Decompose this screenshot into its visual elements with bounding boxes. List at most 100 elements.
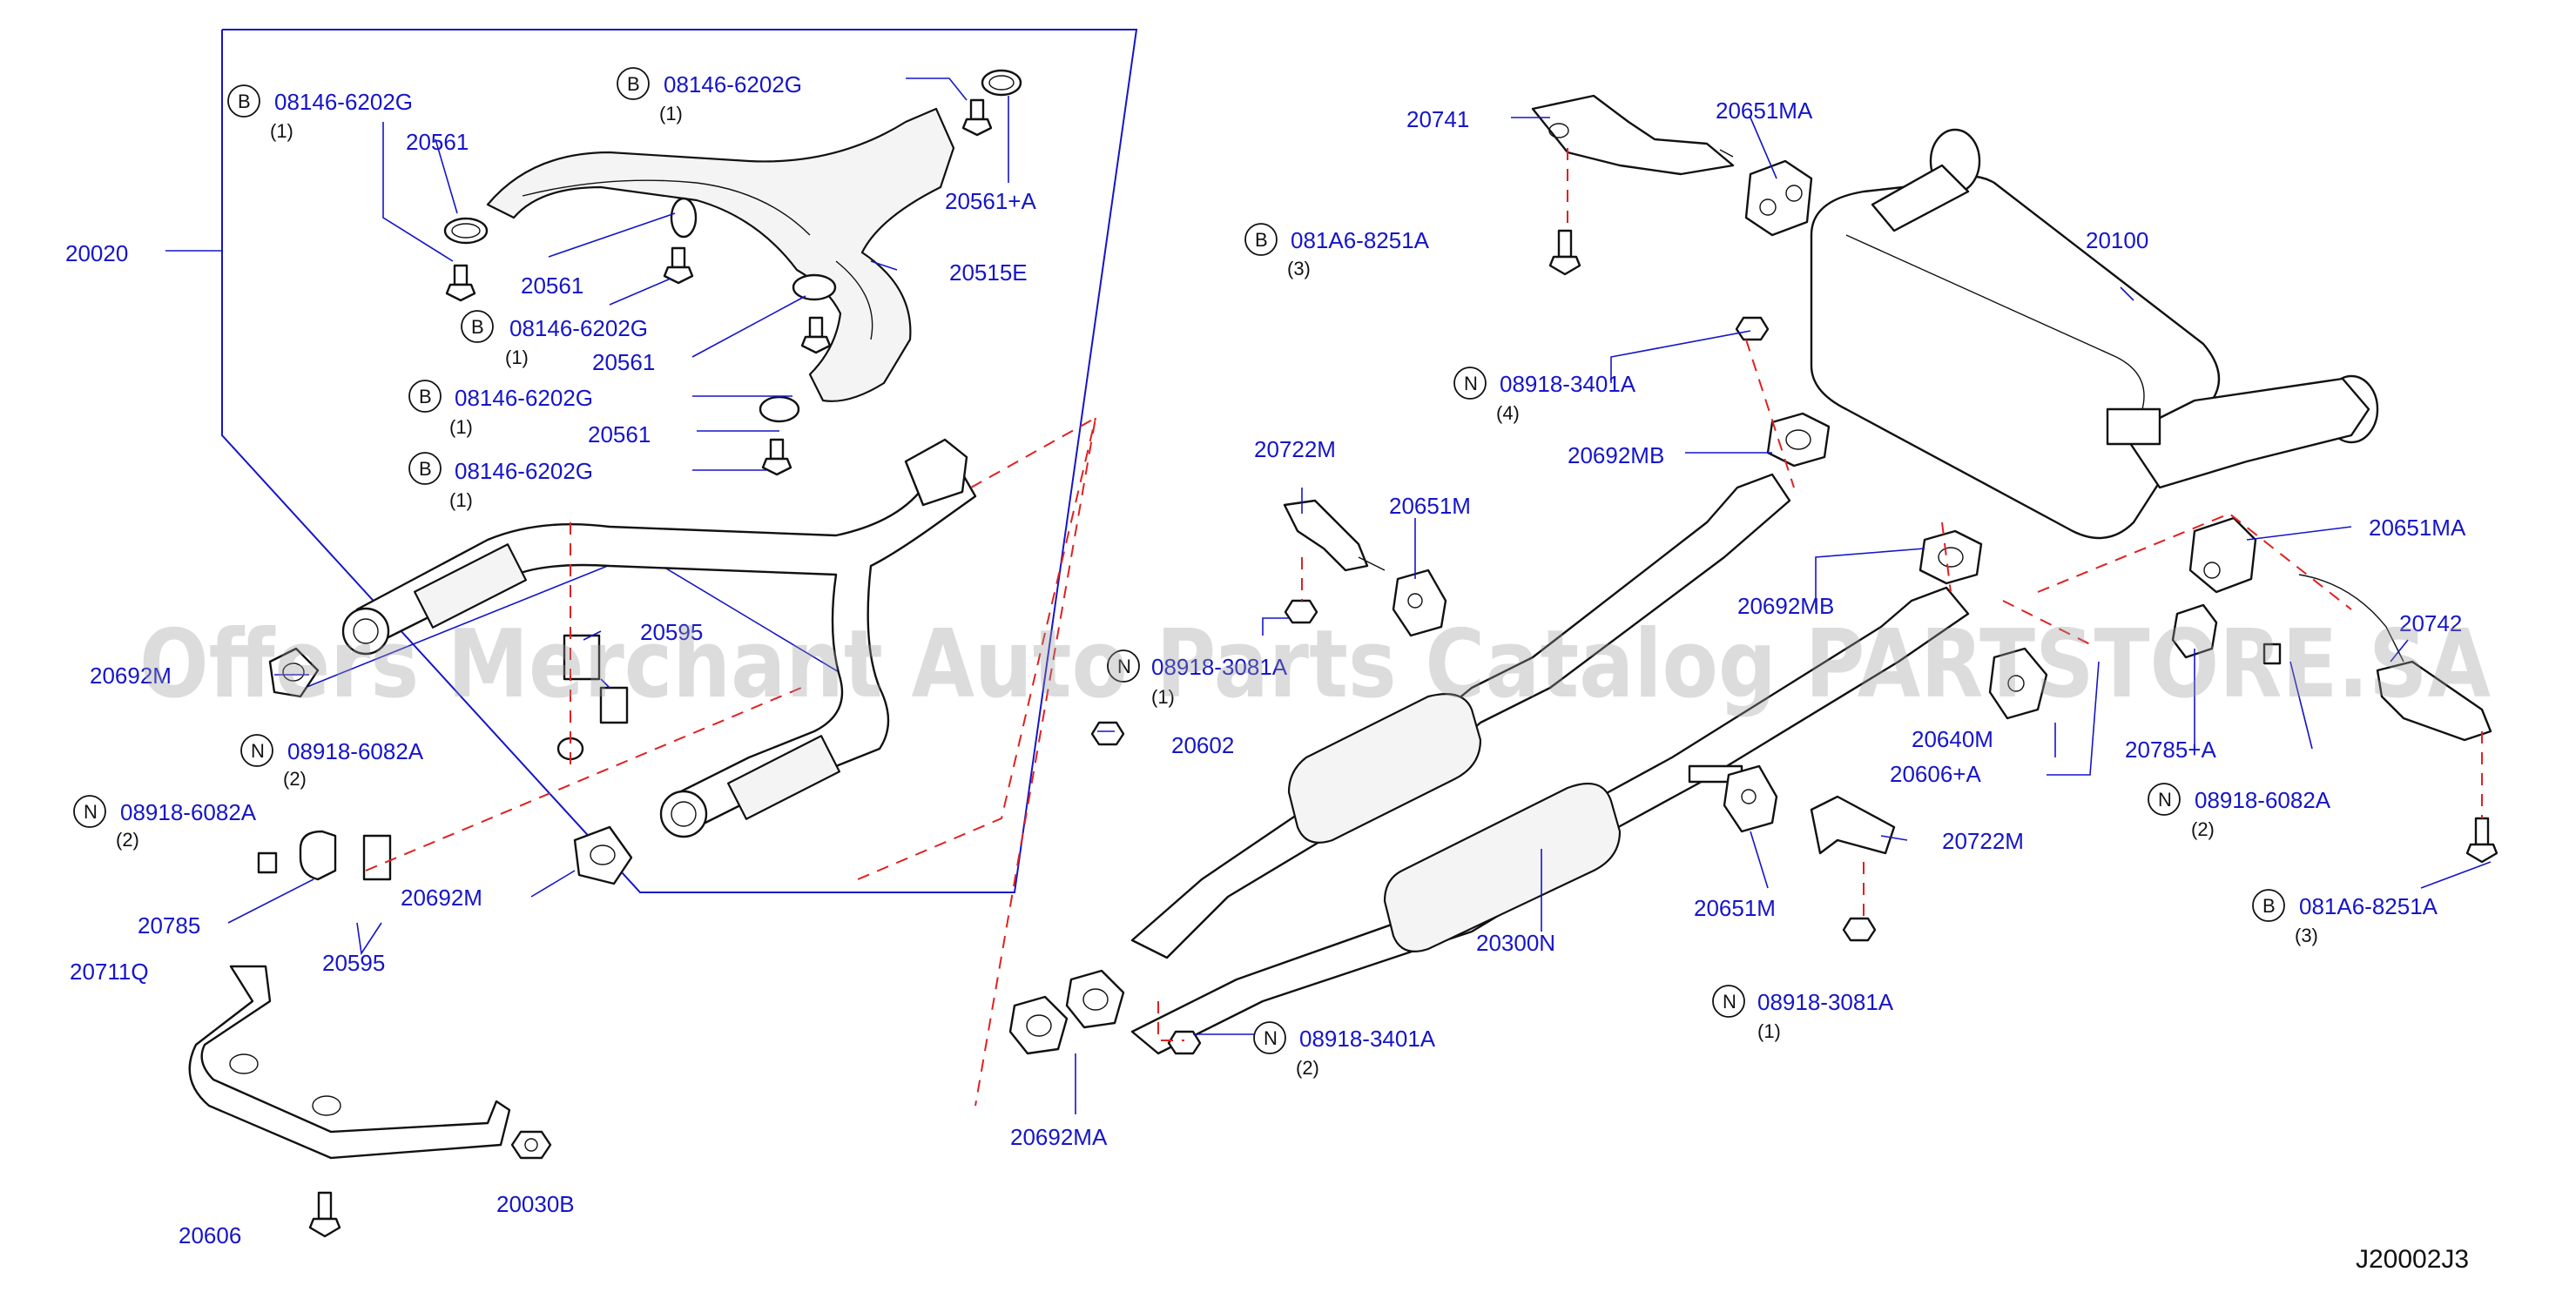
quantity-label: (1) bbox=[449, 416, 473, 438]
part-number-label[interactable]: 20692MB bbox=[1737, 593, 1834, 619]
part-number-label[interactable]: 08918-3081A bbox=[1757, 989, 1894, 1015]
nut-icon bbox=[1284, 599, 1318, 624]
part-number-label[interactable]: 20100 bbox=[2086, 227, 2148, 253]
quantity-label: (3) bbox=[2295, 925, 2318, 946]
badge-circle bbox=[1107, 649, 1140, 683]
center-pipe-20300N bbox=[1130, 473, 1970, 1055]
nut-icon bbox=[1090, 721, 1125, 746]
assembly-outline-20020 bbox=[221, 29, 1138, 893]
badge-letter: N bbox=[1264, 1027, 1278, 1049]
badge-circle bbox=[408, 380, 442, 413]
badge-letter: B bbox=[471, 316, 484, 338]
bolt-icon bbox=[1548, 229, 1581, 276]
quantity-label: (1) bbox=[270, 120, 293, 142]
badge-circle bbox=[240, 734, 273, 767]
dash-line bbox=[857, 417, 1096, 880]
part-number-label[interactable]: 08146-6202G bbox=[274, 89, 413, 115]
part-number-label[interactable]: 20692M bbox=[90, 663, 172, 689]
hanger-20785 bbox=[299, 830, 337, 881]
gasket-20692MA bbox=[1008, 969, 1125, 1055]
part-number-label[interactable]: 20561+A bbox=[945, 188, 1036, 214]
part-number-label[interactable]: 08918-3401A bbox=[1299, 1026, 1436, 1052]
part-number-label[interactable]: 20742 bbox=[2399, 610, 2462, 636]
dash-line bbox=[1745, 339, 1795, 488]
badge-letter: B bbox=[419, 386, 432, 407]
part-number-label[interactable]: 20722M bbox=[1942, 828, 2024, 854]
part-number-label[interactable]: 08918-3401A bbox=[1500, 371, 1636, 397]
badge-circle bbox=[73, 795, 106, 828]
part-number-label[interactable]: 20030B bbox=[496, 1191, 575, 1217]
part-number-label[interactable]: 08146-6202G bbox=[455, 385, 593, 411]
crossmember-20711Q bbox=[188, 965, 511, 1160]
badge-letter: N bbox=[1117, 656, 1131, 677]
part-number-label[interactable]: 20561 bbox=[588, 421, 651, 447]
part-number-label[interactable]: 20692MB bbox=[1568, 442, 1664, 468]
gasket-20692M-a bbox=[268, 647, 320, 698]
badge-letter: N bbox=[1723, 991, 1736, 1013]
part-number-label[interactable]: 20722M bbox=[1254, 436, 1336, 462]
part-number-label[interactable]: 20651MA bbox=[2369, 515, 2466, 541]
part-number-label[interactable]: 20692MA bbox=[1010, 1124, 1108, 1150]
part-number-label[interactable]: 20785 bbox=[138, 912, 200, 939]
part-number-label[interactable]: 20640M bbox=[1912, 726, 1993, 752]
dash-line bbox=[365, 687, 802, 871]
part-number-label[interactable]: 20651MA bbox=[1716, 98, 1813, 124]
part-number-label[interactable]: 20300N bbox=[1476, 930, 1555, 956]
part-number-label[interactable]: 08146-6202G bbox=[664, 71, 802, 98]
part-number-label[interactable]: 08918-6082A bbox=[120, 799, 257, 825]
part-number-label[interactable]: 08918-6082A bbox=[287, 738, 424, 764]
quantity-label: (2) bbox=[2191, 818, 2215, 840]
part-number-label[interactable]: 20561 bbox=[592, 349, 655, 375]
badge-circle bbox=[1244, 223, 1278, 256]
hanger-20785-plus-a bbox=[2171, 603, 2218, 659]
gasket-20692MB-b bbox=[1919, 529, 1983, 585]
part-number-label[interactable]: 08146-6202G bbox=[509, 315, 648, 341]
watermark-text: Offers Merchant Auto Parts Catalog PARTS… bbox=[139, 610, 2491, 719]
insulator-20651M-a bbox=[1392, 569, 1447, 637]
part-number-label[interactable]: 081A6-8251A bbox=[2299, 893, 2438, 919]
badge-letter: B bbox=[238, 91, 251, 112]
part-number-label[interactable]: 20741 bbox=[1406, 106, 1469, 132]
bolt-icon bbox=[2465, 817, 2498, 864]
part-number-label[interactable]: 20595 bbox=[322, 950, 385, 976]
badge-letter: B bbox=[419, 458, 432, 480]
clamp-20561-d bbox=[759, 395, 800, 423]
part-number-label[interactable]: 20561 bbox=[406, 129, 469, 155]
dash-line bbox=[970, 416, 1097, 1107]
reference-code: J20002J3 bbox=[2356, 1245, 2469, 1274]
dash-line bbox=[2002, 600, 2091, 645]
clamp-20561-c bbox=[792, 273, 837, 301]
part-number-label[interactable]: 20561 bbox=[521, 273, 583, 299]
dash-line bbox=[2037, 512, 2352, 610]
part-number-label[interactable]: 08146-6202G bbox=[455, 458, 593, 484]
part-number-label[interactable]: 20785+A bbox=[2125, 737, 2216, 763]
part-number-label[interactable]: 20606+A bbox=[1890, 761, 1981, 787]
dash-line bbox=[1941, 522, 1952, 593]
nut-icon bbox=[510, 1130, 552, 1160]
bracket-20722M-a bbox=[1283, 499, 1386, 572]
part-number-label[interactable]: 20651M bbox=[1694, 895, 1776, 921]
part-number-label[interactable]: 20515E bbox=[949, 259, 1028, 286]
part-number-label[interactable]: 08918-6082A bbox=[2195, 787, 2331, 813]
part-number-label[interactable]: 20692M bbox=[401, 885, 482, 911]
badge-letter: B bbox=[2262, 895, 2276, 917]
nut-icon bbox=[1167, 1030, 1202, 1055]
part-number-label[interactable]: 08918-3081A bbox=[1151, 654, 1288, 680]
quantity-label: (2) bbox=[116, 829, 139, 851]
nut-icon bbox=[1842, 917, 1877, 942]
nut-icon bbox=[257, 851, 278, 874]
part-number-label[interactable]: 081A6-8251A bbox=[1291, 227, 1430, 253]
part-number-label[interactable]: 20711Q bbox=[70, 959, 149, 985]
badge-circle bbox=[1712, 985, 1745, 1018]
part-number-label[interactable]: 20651M bbox=[1389, 493, 1471, 519]
badge-letter: N bbox=[1464, 373, 1478, 394]
insulator-20651M-b bbox=[1723, 764, 1778, 833]
part-number-label[interactable]: 20606 bbox=[179, 1222, 241, 1248]
bolt-icon bbox=[2262, 643, 2282, 665]
heat-shield-20515E bbox=[486, 107, 955, 402]
part-number-label[interactable]: 20595 bbox=[640, 619, 703, 645]
part-number-label[interactable]: 20020 bbox=[65, 240, 128, 266]
muffler-20100 bbox=[1810, 128, 2379, 540]
part-number-label[interactable]: 20602 bbox=[1171, 732, 1234, 758]
bracket-20741 bbox=[1531, 94, 1735, 176]
